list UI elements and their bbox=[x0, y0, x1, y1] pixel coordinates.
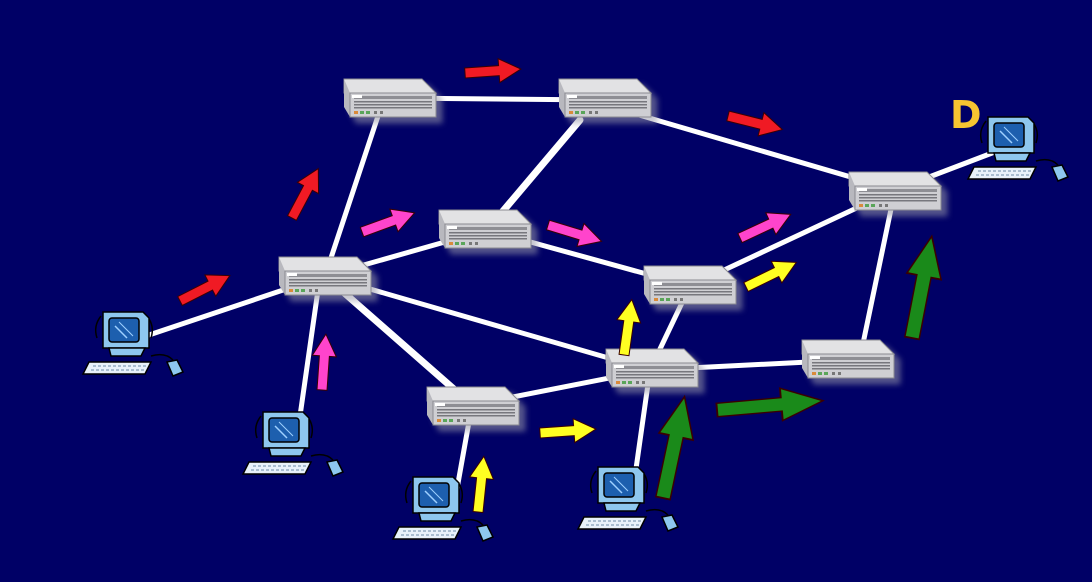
router-icon bbox=[278, 256, 372, 296]
red-arrow-icon bbox=[463, 56, 523, 86]
green-arrow-icon bbox=[645, 392, 703, 503]
green-arrow-icon bbox=[714, 383, 826, 428]
magenta-arrow-icon bbox=[309, 332, 339, 392]
red-arrow-icon bbox=[724, 103, 786, 142]
router-icon bbox=[438, 209, 532, 249]
yellow-arrow-icon bbox=[538, 416, 598, 446]
router-icon bbox=[343, 78, 437, 118]
link bbox=[602, 102, 898, 193]
router-icon bbox=[558, 78, 652, 118]
link bbox=[295, 287, 321, 433]
green-arrow-icon bbox=[894, 232, 950, 343]
computer-icon bbox=[82, 311, 184, 377]
link bbox=[322, 107, 383, 279]
router-icon bbox=[426, 386, 520, 426]
yellow-arrow-icon bbox=[465, 454, 497, 514]
computer-icon bbox=[967, 116, 1069, 182]
red-arrow-icon bbox=[280, 162, 330, 225]
destination-label: D bbox=[950, 93, 982, 137]
routers bbox=[278, 78, 942, 426]
yellow-arrow-icon bbox=[611, 297, 645, 358]
red-arrow-icon bbox=[174, 264, 236, 313]
router-icon bbox=[848, 171, 942, 211]
magenta-arrow-icon bbox=[357, 201, 420, 244]
link bbox=[857, 187, 898, 361]
computer-icon bbox=[242, 411, 344, 477]
router-icon bbox=[801, 339, 895, 379]
router-icon bbox=[643, 265, 737, 305]
link bbox=[322, 273, 653, 373]
link bbox=[321, 272, 476, 409]
